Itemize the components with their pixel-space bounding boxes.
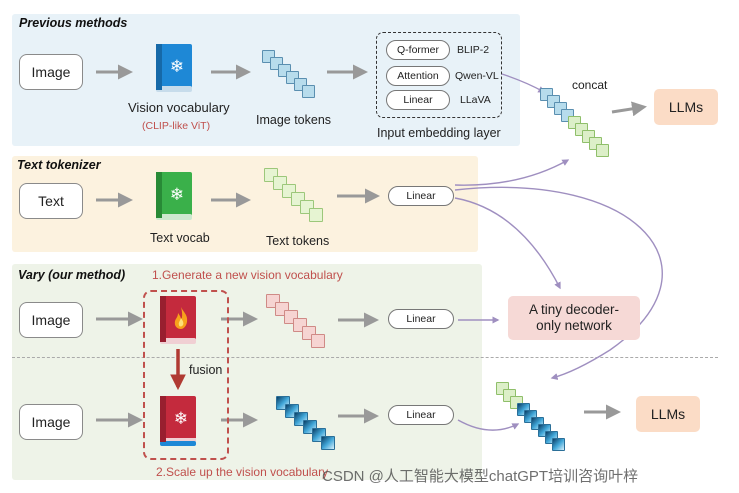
llms-box-top: LLMs bbox=[654, 89, 718, 125]
concat-label: concat bbox=[572, 78, 608, 92]
qformer-pill: Q-former bbox=[386, 40, 450, 60]
linear-llava-pill: Linear bbox=[386, 90, 450, 110]
text-linear-label: Linear bbox=[406, 190, 436, 202]
text-token bbox=[309, 208, 323, 222]
new-vision-token bbox=[311, 334, 325, 348]
vary-section-divider bbox=[12, 357, 718, 358]
vary-image-input-bottom: Image bbox=[19, 404, 83, 440]
attention-label: Attention bbox=[397, 70, 439, 82]
csdn-watermark: CSDN @人工智能大模型chatGPT培训咨询叶梓 bbox=[322, 468, 639, 485]
text-vocab-label: Text vocab bbox=[150, 231, 210, 245]
qwen-vl-label: Qwen-VL bbox=[455, 70, 499, 82]
vary-image-input-top: Image bbox=[19, 302, 83, 338]
llms-label-top: LLMs bbox=[668, 99, 704, 115]
llava-label: LLaVA bbox=[460, 94, 491, 106]
snowflake-book-icon: ❄ bbox=[156, 172, 192, 220]
vary-linear-top-label: Linear bbox=[406, 313, 436, 325]
vary-linear-bottom-pill: Linear bbox=[388, 405, 454, 425]
image-input-label: Image bbox=[31, 64, 71, 80]
attention-pill: Attention bbox=[386, 66, 450, 86]
fusion-label: fusion bbox=[189, 363, 223, 377]
text-input-label: Text bbox=[38, 193, 64, 209]
input-embedding-layer-group bbox=[376, 32, 502, 118]
text-input-box: Text bbox=[19, 183, 83, 219]
svg-text:❄: ❄ bbox=[170, 185, 184, 205]
llms-box-bottom: LLMs bbox=[636, 396, 700, 432]
input-embedding-layer-label: Input embedding layer bbox=[377, 126, 501, 140]
image-token bbox=[302, 85, 315, 98]
previous-methods-title: Previous methods bbox=[19, 16, 128, 30]
vision-vocab-dashed-group bbox=[143, 290, 229, 460]
text-linear-pill: Linear bbox=[388, 186, 454, 206]
blip2-label: BLIP-2 bbox=[457, 44, 490, 56]
vary-image-label-top: Image bbox=[31, 312, 71, 328]
text-tokenizer-title: Text tokenizer bbox=[17, 158, 101, 172]
vary-panel bbox=[12, 264, 482, 480]
flame-book-icon bbox=[160, 296, 196, 344]
text-tokens-label: Text tokens bbox=[266, 234, 330, 248]
clip-vit-label: (CLIP-like ViT) bbox=[142, 120, 211, 132]
scaled-vision-token bbox=[321, 436, 335, 450]
tiny-decoder-label: A tiny decoder-only network bbox=[528, 302, 620, 333]
step1-label: 1.Generate a new vision vocabulary bbox=[152, 268, 343, 282]
vary-concat-vision-token bbox=[552, 438, 565, 451]
vary-linear-top-pill: Linear bbox=[388, 309, 454, 329]
llms-label-bottom: LLMs bbox=[650, 406, 686, 422]
vary-image-label-bottom: Image bbox=[31, 414, 71, 430]
linear-llava-label: Linear bbox=[403, 94, 433, 106]
qformer-label: Q-former bbox=[397, 44, 439, 56]
svg-text:❄: ❄ bbox=[170, 57, 184, 77]
concat-text-token bbox=[596, 144, 609, 157]
snowflake-book-icon: ❄ bbox=[156, 44, 192, 92]
vary-linear-bottom-label: Linear bbox=[406, 409, 436, 421]
svg-text:❄: ❄ bbox=[174, 409, 188, 429]
image-input-box: Image bbox=[19, 54, 83, 90]
image-tokens-label: Image tokens bbox=[256, 113, 332, 127]
step2-label: 2.Scale up the vision vocabulary bbox=[156, 465, 329, 479]
vary-title: Vary (our method) bbox=[18, 268, 126, 282]
snowflake-book-icon: ❄ bbox=[160, 396, 196, 446]
tiny-decoder-box: A tiny decoder-only network bbox=[508, 296, 640, 340]
vision-vocabulary-label: Vision vocabulary bbox=[128, 100, 230, 115]
